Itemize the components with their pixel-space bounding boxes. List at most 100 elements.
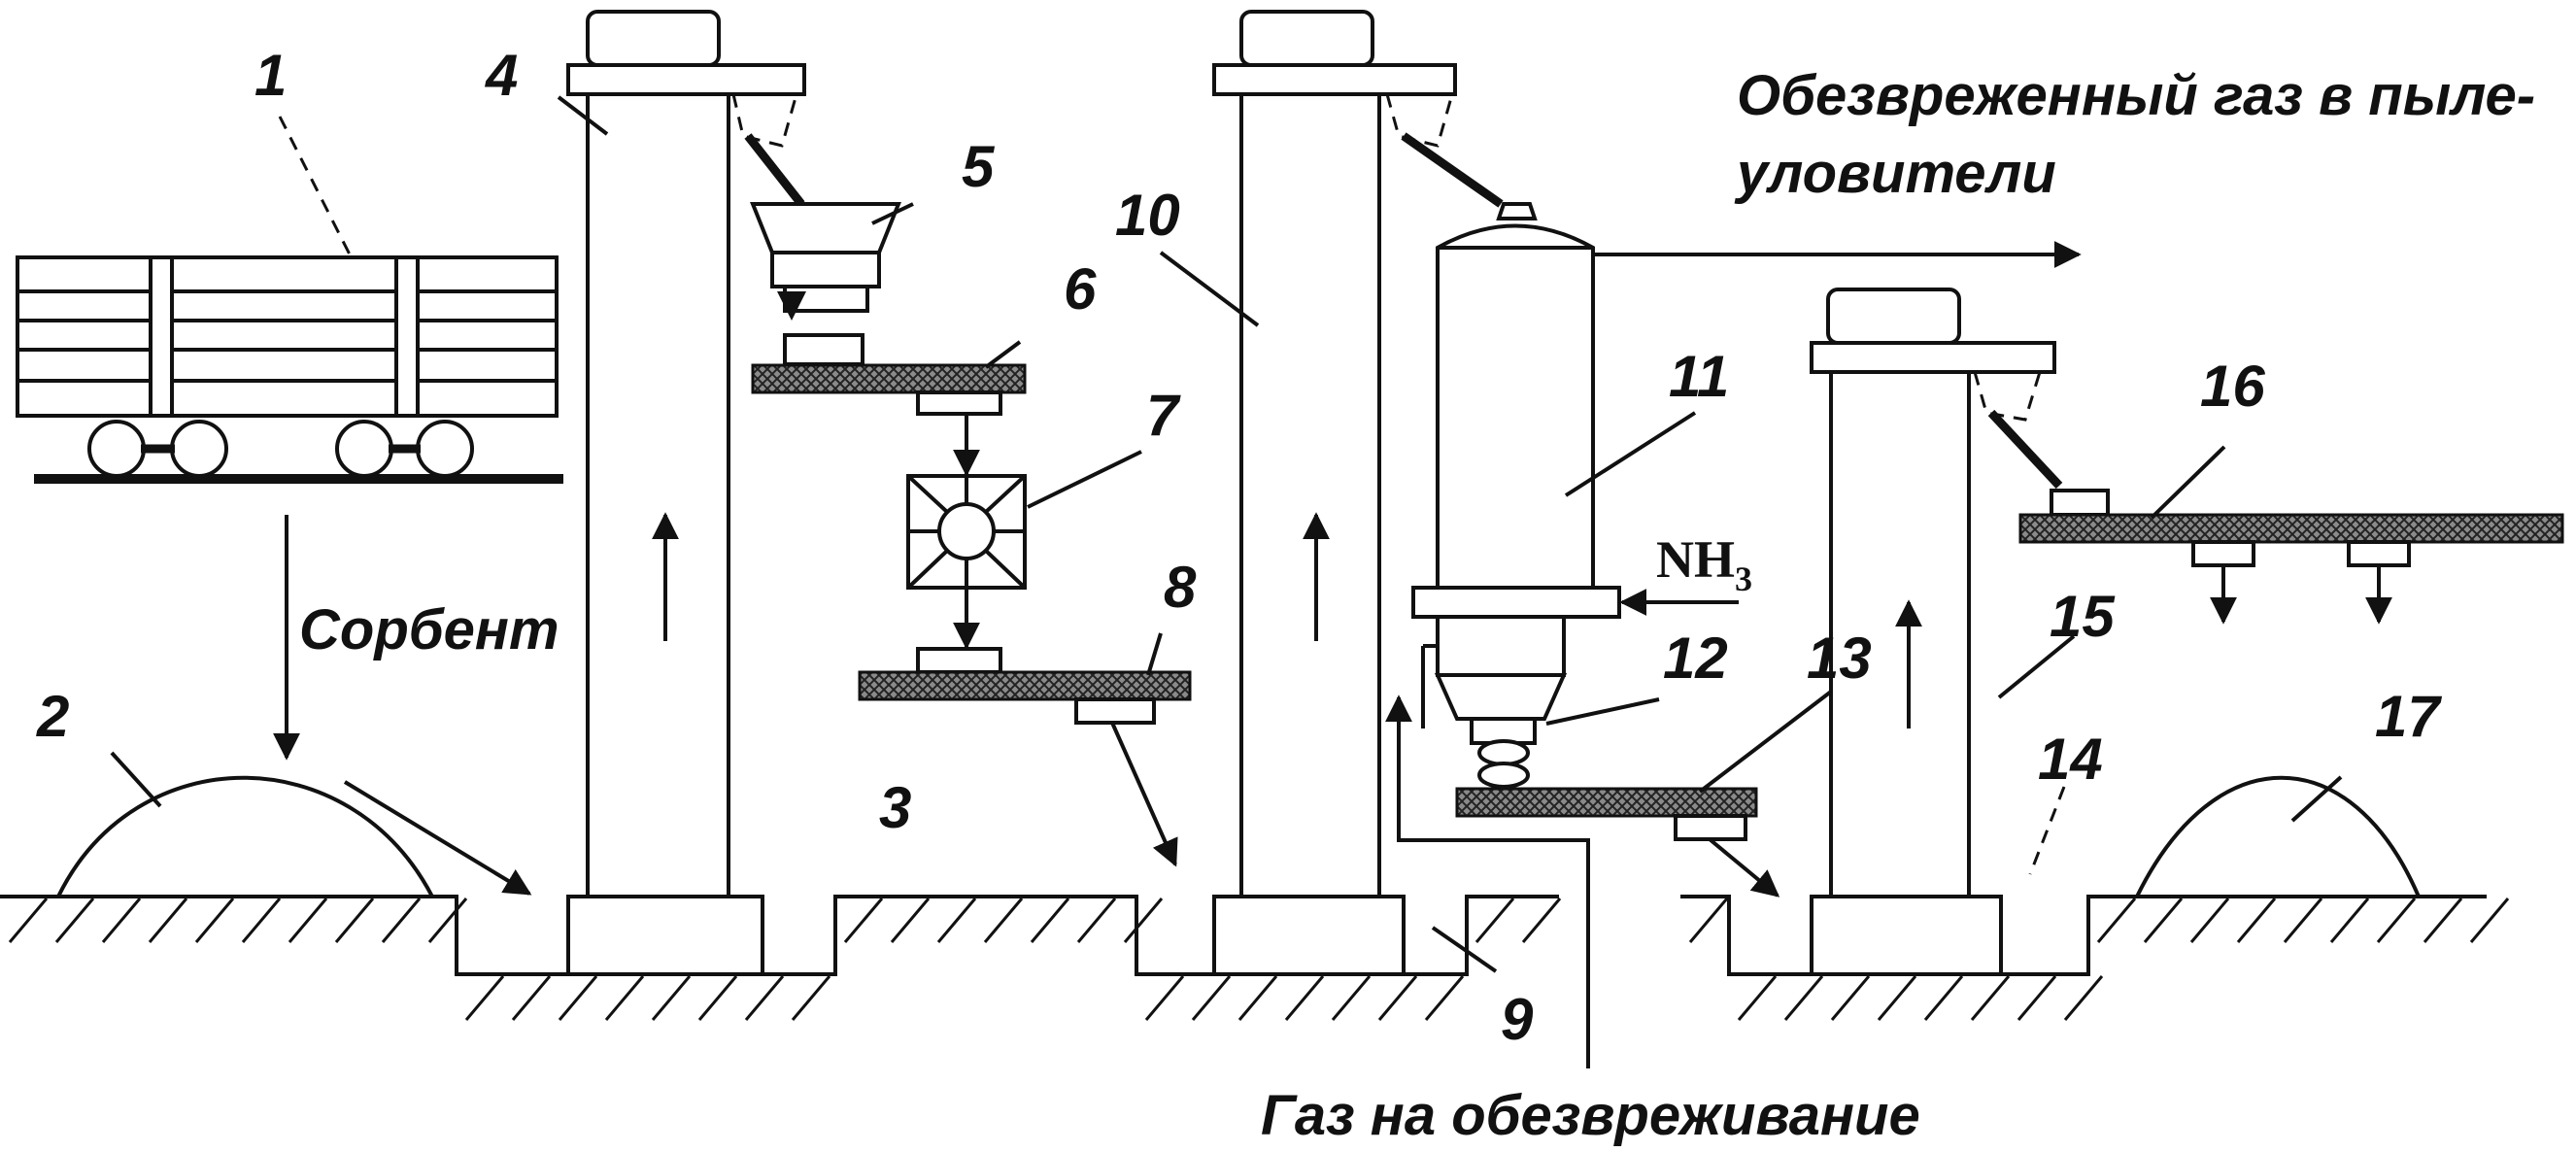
hatch-mark <box>1424 975 1465 1021</box>
hatch-mark <box>651 975 692 1021</box>
hatch-mark <box>2283 898 2323 943</box>
hopper <box>750 202 901 366</box>
hatch-mark <box>936 898 977 943</box>
hatch-mark <box>1331 975 1372 1021</box>
label-14: 14 <box>2038 727 2103 792</box>
caption-gas-in: Газ на обезвреживание <box>1261 1084 1920 1147</box>
label-10: 10 <box>1115 183 1180 248</box>
ground-hatching <box>8 898 2510 1021</box>
hatch-mark <box>2189 898 2230 943</box>
hatch-mark <box>890 898 931 943</box>
hatch-mark <box>1030 898 1070 943</box>
conveyor-8-chute <box>1074 697 1156 725</box>
hatch-mark <box>427 898 468 943</box>
hatch-mark <box>2329 898 2370 943</box>
label-5: 5 <box>962 134 996 199</box>
hatch-mark <box>2063 975 2104 1021</box>
hatch-mark <box>697 975 738 1021</box>
hatch-mark <box>334 898 375 943</box>
bucket-elevator-1 <box>566 10 806 976</box>
label-1: 1 <box>254 43 287 108</box>
hatch-mark <box>1191 975 1232 1021</box>
belt-conveyor-16 <box>2018 513 2564 544</box>
label-12: 12 <box>1663 626 1728 691</box>
hatch-mark <box>1474 898 1515 943</box>
adsorber <box>1411 202 1621 789</box>
hatch-mark <box>604 975 645 1021</box>
hatch-mark <box>1877 975 1917 1021</box>
hatch-mark <box>2143 898 2184 943</box>
label-11: 11 <box>1669 344 1729 409</box>
hatch-mark <box>148 898 188 943</box>
hatch-mark <box>1737 975 1778 1021</box>
label-8: 8 <box>1164 555 1197 620</box>
leader-lines <box>110 95 2343 973</box>
hatch-mark <box>381 898 422 943</box>
label-13: 13 <box>1807 626 1872 691</box>
hatch-mark <box>241 898 282 943</box>
equipment-labels: 1 2 3 4 5 6 7 8 9 10 11 12 13 14 15 16 1… <box>36 43 2442 1052</box>
flow-arrows <box>273 241 2392 1068</box>
sorbent-pile-left <box>56 775 434 898</box>
bucket-elevator-3 <box>1810 288 2063 976</box>
belt-conveyor-6 <box>751 363 1027 394</box>
label-17: 17 <box>2375 684 2442 749</box>
label-16: 16 <box>2200 354 2265 419</box>
caption-sorbent: Сорбент <box>299 598 559 661</box>
hatch-mark <box>1923 975 1964 1021</box>
hatch-mark <box>1688 898 1729 943</box>
hatch-mark <box>2017 975 2057 1021</box>
hatch-mark <box>2469 898 2510 943</box>
hatch-mark <box>8 898 49 943</box>
sorbent-pile-right <box>2135 775 2421 898</box>
ground <box>0 895 2510 1021</box>
hatch-mark <box>511 975 552 1021</box>
hatch-mark <box>1076 898 1117 943</box>
hatch-mark <box>1521 898 1562 943</box>
hatch-mark <box>1970 975 2011 1021</box>
hatch-mark <box>843 898 884 943</box>
hatch-mark <box>288 898 328 943</box>
caption-clean-gas-line-2: уловители <box>1734 142 2056 205</box>
conveyor-16-feed <box>2050 489 2110 517</box>
hatch-mark <box>1237 975 1278 1021</box>
hatch-mark <box>2423 898 2463 943</box>
hatch-mark <box>2236 898 2277 943</box>
conveyor-13-chute <box>1674 814 1747 841</box>
conveyor-16-chute-a <box>2191 540 2255 567</box>
hatch-mark <box>2376 898 2417 943</box>
label-4: 4 <box>485 43 518 108</box>
hatch-mark <box>1144 975 1185 1021</box>
hatch-mark <box>2096 898 2137 943</box>
hatch-mark <box>1377 975 1418 1021</box>
hatch-mark <box>558 975 598 1021</box>
label-2: 2 <box>36 684 69 749</box>
caption-clean-gas-line-1: Обезвреженный газ в пыле- <box>1737 64 2535 127</box>
label-3: 3 <box>879 775 911 840</box>
label-9: 9 <box>1501 987 1534 1052</box>
hatch-mark <box>1830 975 1871 1021</box>
conveyor-8-feed <box>916 647 1002 674</box>
belt-conveyor-13 <box>1455 787 1758 818</box>
hatch-mark <box>983 898 1024 943</box>
label-15: 15 <box>2050 584 2116 649</box>
hatch-mark <box>54 898 95 943</box>
conveyor-16-chute-b <box>2347 540 2411 567</box>
label-6: 6 <box>1064 256 1097 322</box>
hatch-mark <box>1284 975 1325 1021</box>
bucket-elevator-2 <box>1212 10 1504 976</box>
hatch-mark <box>194 898 235 943</box>
caption-ammonia: NH3 <box>1656 530 1752 598</box>
hatch-mark <box>464 975 505 1021</box>
hatch-mark <box>791 975 831 1021</box>
belt-conveyor-8 <box>858 670 1192 701</box>
hatch-mark <box>1123 898 1164 943</box>
rail-wagon <box>16 255 563 484</box>
hatch-mark <box>744 975 785 1021</box>
hatch-mark <box>101 898 142 943</box>
label-7: 7 <box>1146 383 1181 448</box>
crusher <box>906 474 1027 590</box>
conveyor-6-chute <box>916 390 1002 416</box>
hatch-mark <box>1783 975 1824 1021</box>
